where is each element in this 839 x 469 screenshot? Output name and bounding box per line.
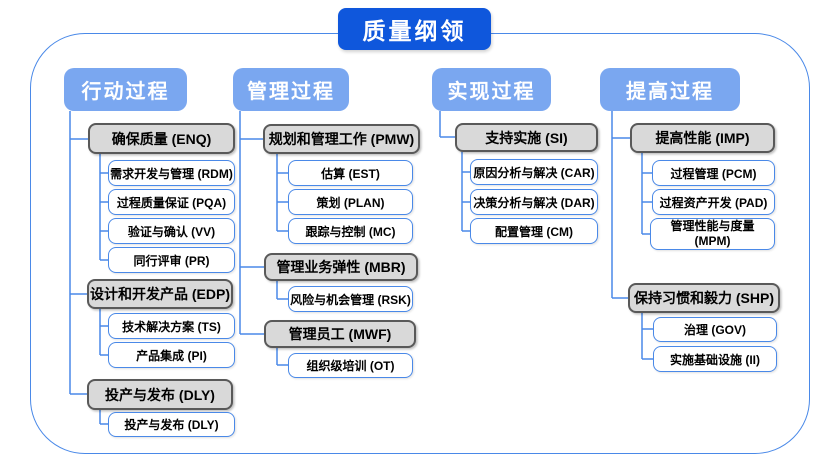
column-header-implementation-process: 实现过程: [432, 68, 551, 111]
node-ts: 技术解决方案 (TS): [108, 313, 235, 339]
node-si: 支持实施 (SI): [455, 123, 598, 152]
node-cm: 配置管理 (CM): [470, 218, 598, 244]
node-enq: 确保质量 (ENQ): [88, 123, 235, 154]
node-shp: 保持习惯和毅力 (SHP): [628, 283, 780, 313]
node-pqa: 过程质量保证 (PQA): [108, 189, 235, 215]
node-mc: 跟踪与控制 (MC): [288, 218, 413, 244]
node-imp: 提高性能 (IMP): [630, 123, 775, 153]
node-pad: 过程资产开发 (PAD): [652, 189, 775, 215]
node-ii: 实施基础设施 (II): [653, 346, 777, 372]
connector-column-improvement: [611, 111, 653, 360]
connector-column-implementation: [439, 111, 470, 232]
connector-column-action: [69, 111, 108, 425]
column-header-action-process: 行动过程: [64, 68, 187, 111]
node-vv: 验证与确认 (VV): [108, 218, 235, 244]
node-dar: 决策分析与解决 (DAR): [470, 189, 598, 215]
node-edp: 设计和开发产品 (EDP): [87, 279, 233, 309]
node-ot: 组织级培训 (OT): [288, 353, 413, 378]
node-car: 原因分析与解决 (CAR): [470, 159, 598, 185]
node-pcm: 过程管理 (PCM): [652, 160, 775, 186]
column-header-improvement-process: 提高过程: [600, 68, 740, 111]
node-est: 估算 (EST): [288, 160, 413, 186]
node-plan: 策划 (PLAN): [288, 189, 413, 215]
node-rdm: 需求开发与管理 (RDM): [108, 160, 235, 186]
node-mbr: 管理业务弹性 (MBR): [264, 253, 418, 281]
node-mwf: 管理员工 (MWF): [264, 320, 416, 348]
diagram-title: 质量纲领: [338, 8, 491, 50]
node-pmw: 规划和管理工作 (PMW): [263, 124, 420, 154]
node-gov: 治理 (GOV): [653, 317, 777, 342]
connector-column-management: [239, 111, 288, 366]
node-dly: 投产与发布 (DLY): [87, 379, 233, 410]
node-pi: 产品集成 (PI): [108, 342, 235, 368]
node-rsk: 风险与机会管理 (RSK): [288, 286, 413, 312]
node-mpm: 管理性能与度量 (MPM): [650, 218, 775, 250]
node-pr: 同行评审 (PR): [108, 247, 235, 273]
column-header-management-process: 管理过程: [233, 68, 349, 111]
node-dly-child: 投产与发布 (DLY): [108, 412, 235, 437]
